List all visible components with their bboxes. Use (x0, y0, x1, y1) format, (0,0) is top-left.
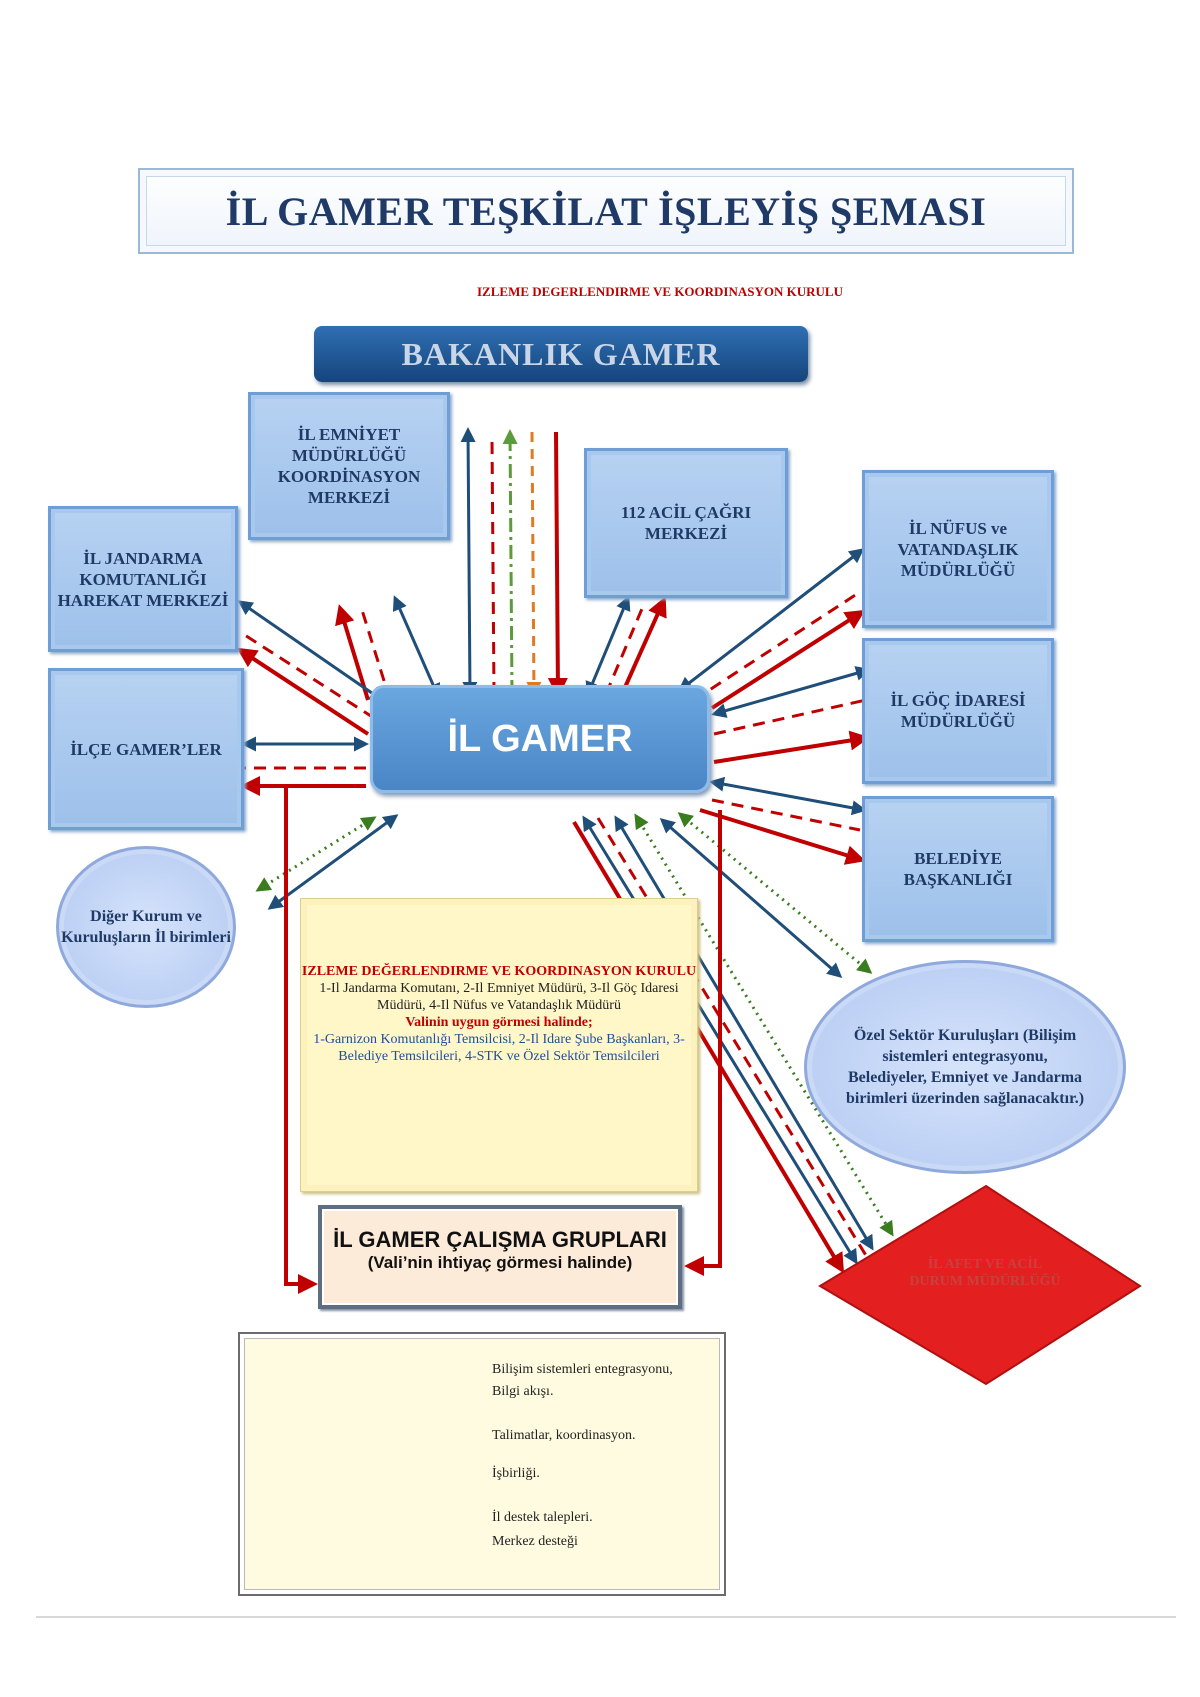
link-center-ozel-cooperation (677, 812, 873, 974)
link-center-goc-instructions (713, 730, 870, 764)
legend-label-central-support: Merkez desteği (492, 1534, 578, 1549)
workgroup-note: (Vali’nin ihtiyaç görmesi halinde) (367, 1253, 633, 1272)
link-center-emniyet-info (392, 595, 441, 699)
link-center-jandarma-dashed (239, 630, 375, 720)
workgroup-node: İL GAMER ÇALIŞMA GRUPLARI (Vali’nin ihti… (318, 1205, 682, 1309)
legend-label-cooperation: İşbirliği. (492, 1466, 540, 1481)
link-center-afet-cooperation (634, 813, 894, 1237)
link-center-goc-info (711, 666, 871, 718)
goc-node: İL GÖÇ İDARESİ MÜDÜRLÜĞÜ (862, 638, 1054, 784)
il-gamer-center-node: İL GAMER (370, 685, 710, 793)
link-center-belediye-instructions (699, 808, 866, 865)
link-center-diger-info (267, 814, 399, 910)
ilce-node: İLÇE GAMER’LER (48, 668, 244, 830)
subtitle: IZLEME DEGERLENDIRME VE KOORDINASYON KUR… (477, 284, 843, 299)
kurul-note: IZLEME DEĞERLENDIRME VE KOORDINASYON KUR… (300, 898, 698, 1192)
legend-label-info-flow: Bilgi akışı. (492, 1384, 554, 1399)
legend-label-instructions: Talimatlar, koordinasyon. (492, 1428, 636, 1443)
workgroup-title: İL GAMER ÇALIŞMA GRUPLARI (333, 1227, 667, 1252)
afet-node-label: İL AFET VE ACİL DURUM MÜDÜRLÜĞÜ (909, 1257, 1061, 1289)
page-title: İL GAMER TEŞKİLAT İŞLEYİŞ ŞEMASI (138, 168, 1074, 254)
link-center-workgroup-right (684, 810, 722, 1276)
legend (238, 1332, 726, 1596)
link-center-112-dashed (604, 603, 646, 695)
kurul-title: IZLEME DEĞERLENDIRME VE KOORDINASYON KUR… (301, 964, 697, 979)
link-center-goc-dashed (713, 698, 867, 736)
kurul-condition: Valinin uygun görmesi halinde; (405, 1015, 593, 1030)
link-center-jandarma-info (237, 600, 385, 702)
link-center-workgroup-left (284, 786, 318, 1294)
link-center-bakanlik-info (460, 427, 478, 697)
nufus-node: İL NÜFUS ve VATANDAŞLIK MÜDÜRLÜĞÜ (862, 470, 1054, 628)
belediye-node: BELEDİYE BAŞKANLIĞI (862, 796, 1054, 942)
ozel-sektor-node: Özel Sektör Kuruluşları (Bilişim sisteml… (804, 960, 1126, 1174)
link-center-diger-cooperation (255, 816, 377, 892)
link-center-bakanlik-dashed (490, 439, 496, 695)
link-center-bakanlik-central-support (526, 431, 542, 697)
footer-divider (36, 1616, 1176, 1618)
link-center-belediye-info (709, 776, 867, 816)
legend-label-local-support: İl destek talepleri. (492, 1510, 593, 1525)
acil112-node: 112 ACİL ÇAĞRI MERKEZİ (584, 448, 788, 598)
link-center-nufus-dashed (693, 590, 861, 702)
bakanlik-gamer-node: BAKANLIK GAMER (314, 326, 808, 382)
afet-diamond (818, 1184, 1142, 1386)
kurul-optional-members: 1-Garnizon Komutanlığı Temsilcisi, 2-Il … (313, 1032, 685, 1064)
diger-kurumlar-node: Diğer Kurum ve Kuruluşların İl birimleri (56, 846, 236, 1008)
emniyet-node: İL EMNİYET MÜDÜRLÜĞÜ KOORDİNASYON MERKEZ… (248, 392, 450, 540)
link-center-nufus-info (677, 548, 865, 692)
legend-label-it-integration: Bilişim sistemleri entegrasyonu, (492, 1362, 673, 1377)
link-center-bakanlik-local-support (502, 429, 518, 695)
link-center-jandarma-instructions (236, 647, 370, 736)
link-center-112-instructions (620, 596, 667, 695)
link-center-bakanlik-instructions (547, 431, 568, 698)
kurul-members: 1-Il Jandarma Komutanı, 2-Il Emniyet Müd… (319, 981, 679, 1013)
link-center-112-info (585, 595, 631, 697)
jandarma-node: İL JANDARMA KOMUTANLIĞI HAREKAT MERKEZİ (48, 506, 238, 652)
